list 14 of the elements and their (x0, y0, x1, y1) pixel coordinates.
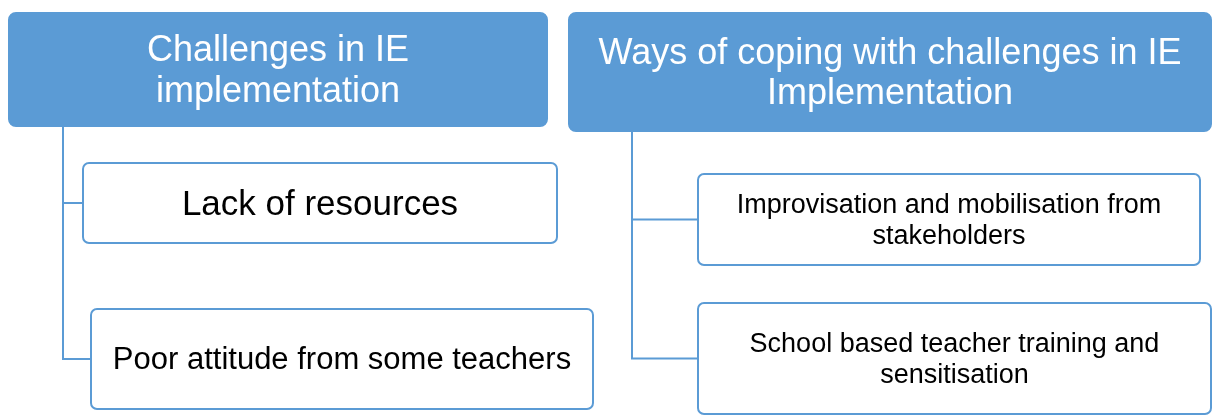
item-text: Improvisation and mobilisation from stakeholders (735, 189, 1163, 250)
connector-line (631, 131, 698, 360)
connector-line (62, 126, 91, 360)
item-text: Lack of resources (181, 183, 459, 223)
item-text: Poor attitude from some teachers (112, 341, 572, 377)
item-box (697, 173, 1201, 266)
header-text: Challenges in IE implementation (145, 29, 411, 110)
header-box (8, 12, 548, 127)
item-box (82, 162, 558, 244)
header-box (568, 12, 1212, 132)
item-box (697, 302, 1212, 415)
header-text: Ways of coping with challenges in IE Implementation (597, 31, 1183, 113)
item-text: School based teacher training and sensitisation (748, 328, 1161, 389)
item-box (90, 308, 594, 410)
